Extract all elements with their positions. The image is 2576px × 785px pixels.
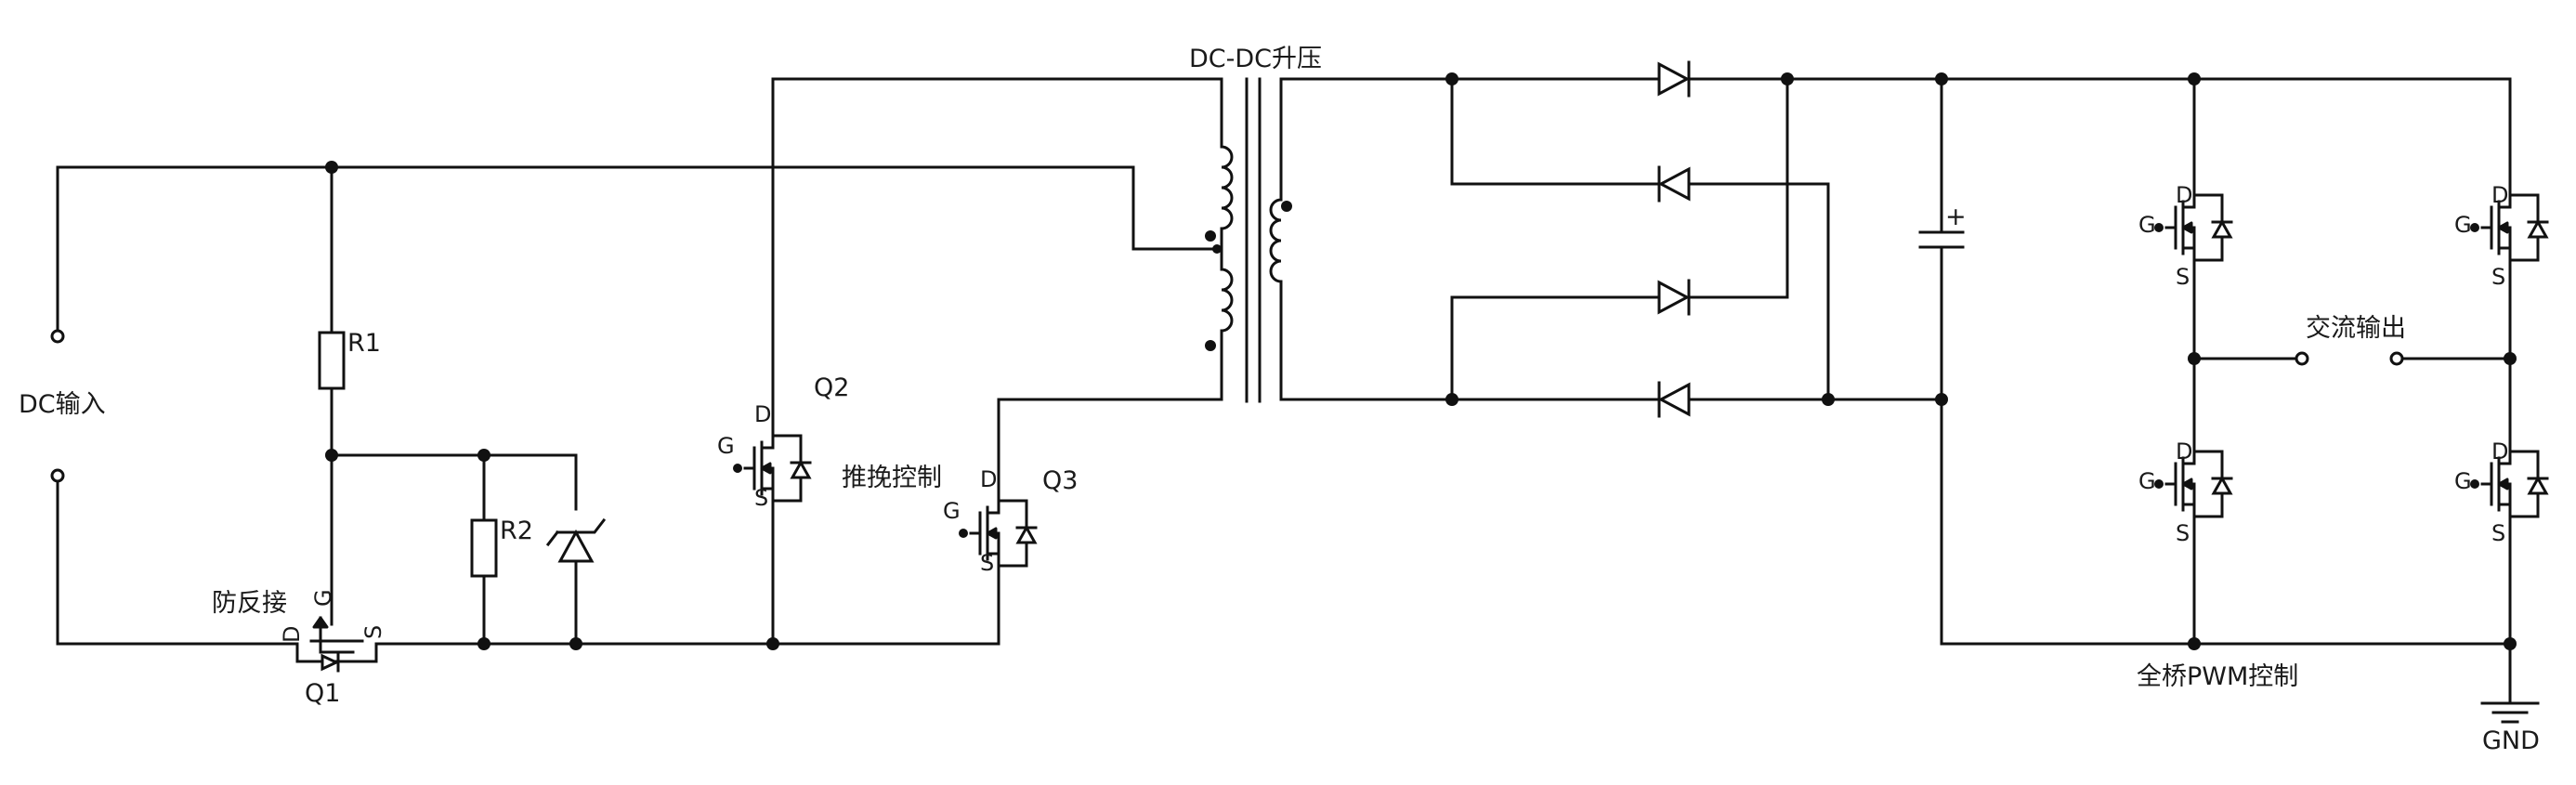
- mosfet-bridge-high-left: [2152, 175, 2233, 281]
- bridge-pin-source: S: [2176, 264, 2190, 290]
- junction-dot: [569, 637, 582, 650]
- bridge-pin-source: S: [2491, 264, 2505, 290]
- mosfet-q1-label: Q1: [305, 679, 340, 708]
- rectifier-diode: [1657, 381, 1691, 418]
- mosfet-q3: [957, 480, 1038, 586]
- dc-input-terminal-negative[interactable]: [50, 468, 65, 483]
- ac-output-label: 交流输出: [2306, 314, 2406, 343]
- dc-input-label: DC输入: [19, 390, 106, 419]
- full-bridge-section: D G S D G S D G S D G S 交流输出 全桥PWM控制 GND: [1930, 72, 2549, 755]
- bridge-pin-gate: G: [2138, 212, 2156, 238]
- q3-pin-gate: G: [943, 498, 961, 524]
- bridge-pin-gate: G: [2454, 212, 2472, 238]
- bridge-pin-source: S: [2491, 520, 2505, 546]
- resistor-r2-label: R2: [500, 517, 533, 545]
- bridge-pin-drain: D: [2491, 438, 2508, 464]
- mosfet-bridge-low-left: [2152, 431, 2233, 537]
- mosfet-q2: [731, 415, 812, 521]
- mosfet-bridge-high-right: [2468, 175, 2549, 281]
- bridge-pin-drain: D: [2176, 182, 2192, 208]
- rectifier-diode: [1657, 165, 1691, 203]
- ac-output-terminal-left[interactable]: [2295, 351, 2309, 366]
- junction-dot: [325, 449, 338, 462]
- input-section: DC输入 R1 R2 D G S 防反接 Q: [19, 161, 1219, 708]
- q2-pin-gate: G: [717, 433, 735, 459]
- rectifier-diode: [1657, 60, 1691, 98]
- bridge-pin-drain: D: [2491, 182, 2508, 208]
- junction-dot: [325, 161, 338, 174]
- resistor-r2: [470, 518, 498, 578]
- ground-icon: [2480, 690, 2540, 724]
- mosfet-q3-label: Q3: [1042, 466, 1078, 495]
- junction-dot: [477, 449, 490, 462]
- capacitor-plus-label: +: [1945, 203, 1967, 231]
- bridge-pin-source: S: [2176, 520, 2190, 546]
- filter-capacitor: +: [1918, 72, 1967, 646]
- anti-reverse-label: 防反接: [212, 589, 287, 618]
- ac-output-terminal-right[interactable]: [2389, 351, 2404, 366]
- bridge-pin-drain: D: [2176, 438, 2192, 464]
- push-pull-section: D G S Q2 D G S Q3 推挽控制: [717, 77, 1223, 646]
- full-bridge-label: 全桥PWM控制: [2137, 662, 2298, 691]
- gnd-label: GND: [2482, 726, 2540, 755]
- q1-pin-gate: G: [310, 589, 336, 607]
- dcdc-boost-label: DC-DC升压: [1189, 45, 1322, 73]
- rectifier-diode: [1657, 279, 1691, 316]
- mosfet-q1: D G S: [279, 589, 386, 673]
- q3-pin-drain: D: [980, 466, 997, 492]
- mosfet-q2-label: Q2: [814, 373, 849, 402]
- bridge-pin-gate: G: [2138, 468, 2156, 494]
- bridge-pin-gate: G: [2454, 468, 2472, 494]
- q2-pin-drain: D: [754, 401, 771, 427]
- q2-pin-source: S: [754, 485, 768, 511]
- q3-pin-source: S: [980, 550, 994, 576]
- resistor-r1-label: R1: [347, 329, 381, 358]
- boost-transformer: DC-DC升压: [1189, 45, 1322, 403]
- rectifier-bridge: [1279, 60, 1943, 418]
- dc-input-terminal-positive[interactable]: [50, 329, 65, 344]
- q1-pin-drain: D: [279, 626, 305, 643]
- q1-pin-source: S: [360, 625, 386, 639]
- zener-diode: [545, 517, 607, 646]
- resistor-r1: [318, 331, 346, 390]
- push-pull-label: 推挽控制: [842, 464, 942, 492]
- junction-dot: [477, 637, 490, 650]
- mosfet-bridge-low-right: [2468, 431, 2549, 537]
